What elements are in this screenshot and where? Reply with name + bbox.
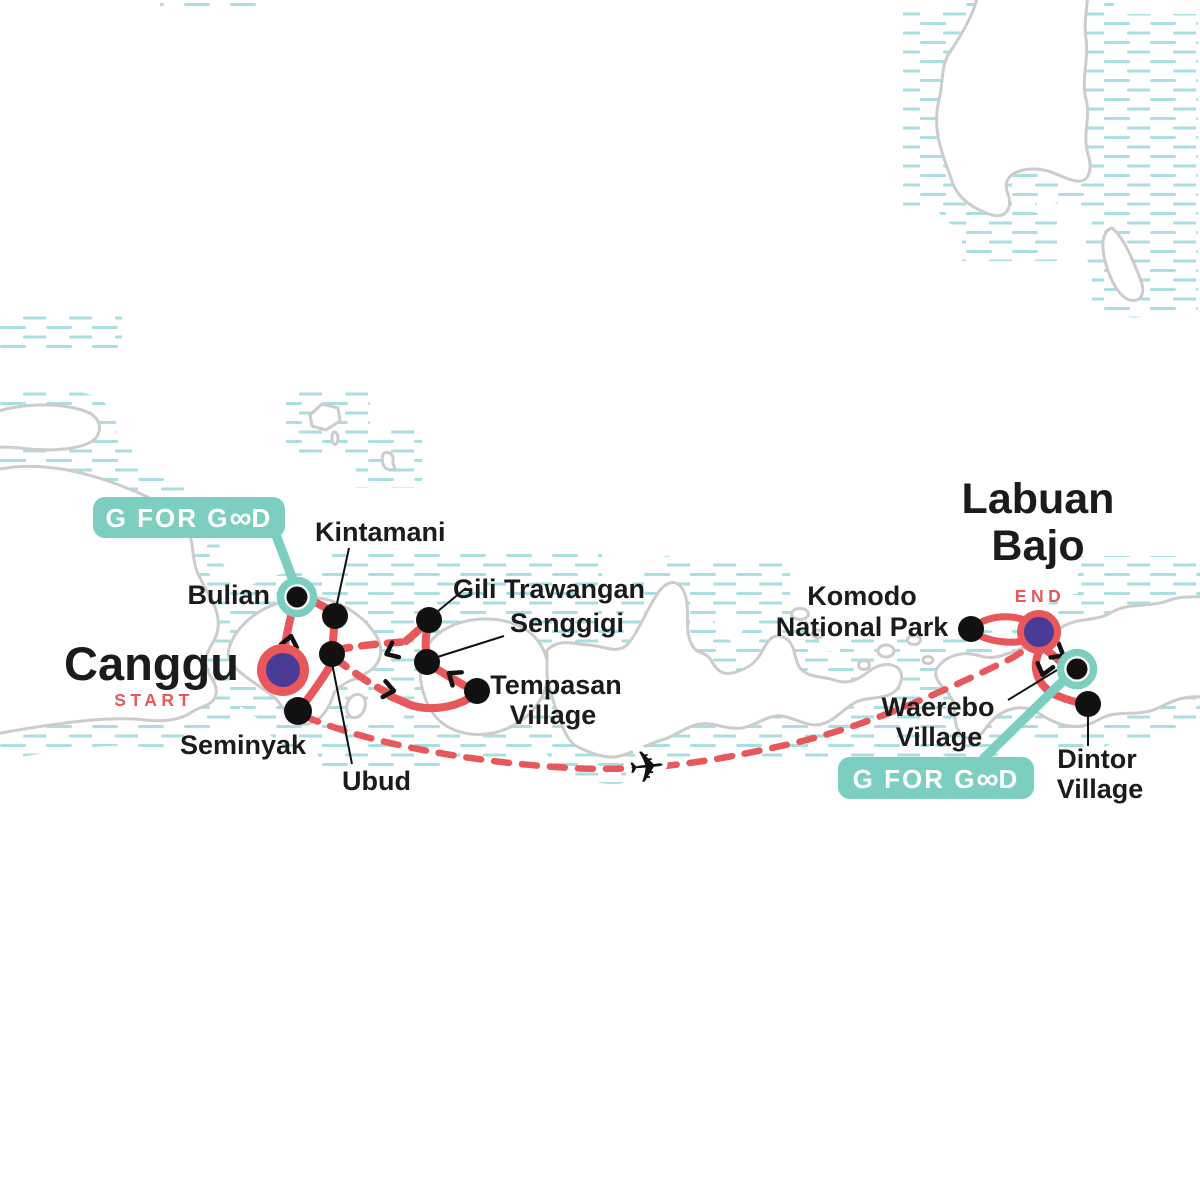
stop-dot-gili-trawangan — [416, 607, 442, 633]
island-madura — [0, 403, 101, 452]
end-marker — [1017, 610, 1061, 654]
stop-dot-kintamani — [322, 603, 348, 629]
stop-markers — [257, 576, 1101, 725]
label-kintamani: Kintamani — [315, 517, 446, 547]
stop-dot-tempasan — [464, 678, 490, 704]
map-labels: Canggu START Labuan Bajo END Bulian Kint… — [64, 475, 1143, 804]
label-waerebo-line2: Village — [896, 722, 983, 752]
leader-senggigi — [430, 635, 505, 660]
route-tempasan-loop — [386, 690, 479, 713]
label-labuan-bajo-line1: Labuan — [962, 475, 1115, 523]
label-komodo-line1: Komodo — [807, 581, 916, 611]
direction-chevron — [446, 670, 464, 688]
g-for-good-flores: G FOR G∞D — [838, 673, 1071, 799]
start-tag: START — [114, 690, 194, 710]
direction-chevron — [1035, 660, 1056, 678]
flight-route — [300, 636, 1040, 773]
label-tempasan-line2: Village — [510, 700, 597, 730]
badge-connector — [979, 673, 1071, 763]
stop-dot-ubud — [319, 641, 345, 667]
direction-chevron — [278, 633, 300, 650]
island-nusa-penida — [345, 692, 367, 720]
island-sulawesi — [935, 0, 1092, 218]
label-waerebo-line1: Waerebo — [881, 692, 994, 722]
start-marker — [257, 644, 309, 696]
island-kangean-1 — [308, 402, 342, 432]
stop-dot-bulian — [286, 586, 308, 608]
g-for-good-label: G FOR G∞D — [853, 761, 1020, 796]
direction-chevron — [380, 679, 397, 700]
direction-chevron — [384, 640, 402, 660]
label-dintor-line1: Dintor — [1057, 744, 1137, 774]
direction-arrows — [278, 633, 1066, 700]
island-selayar — [1101, 226, 1145, 302]
label-tempasan-line1: Tempasan — [490, 670, 622, 700]
label-canggu: Canggu — [64, 637, 239, 690]
stop-dot-waerebo — [1066, 658, 1088, 680]
g-for-good-bali: G FOR G∞D — [93, 497, 301, 593]
label-bulian: Bulian — [187, 580, 270, 610]
end-tag: END — [1015, 586, 1065, 606]
leader-waerebo — [1007, 666, 1063, 701]
island-kangean-2 — [330, 430, 340, 446]
label-senggigi: Senggigi — [510, 608, 624, 638]
g-for-good-badge — [838, 757, 1034, 799]
airplane-icon: ✈ — [626, 740, 668, 795]
stop-dot-senggigi — [414, 649, 440, 675]
stop-dot-komodo — [958, 616, 984, 642]
g-for-good-badge — [93, 497, 285, 538]
island-kangean-3 — [380, 451, 397, 472]
label-dintor-line2: Village — [1057, 774, 1144, 804]
stop-dot-seminyak — [284, 697, 312, 725]
label-ubud: Ubud — [342, 766, 411, 796]
komodo-islets — [790, 607, 935, 671]
label-gili-trawangan: Gili Trawangan — [453, 574, 645, 604]
stop-dot-dintor — [1075, 691, 1101, 717]
leader-kintamani — [335, 547, 350, 609]
label-komodo-line2: National Park — [776, 612, 950, 642]
label-seminyak: Seminyak — [180, 730, 307, 760]
g-for-good-label: G FOR G∞D — [106, 500, 273, 535]
island-sumbawa — [545, 581, 903, 759]
label-labuan-bajo-line2: Bajo — [991, 522, 1084, 570]
leader-ubud — [330, 657, 353, 765]
